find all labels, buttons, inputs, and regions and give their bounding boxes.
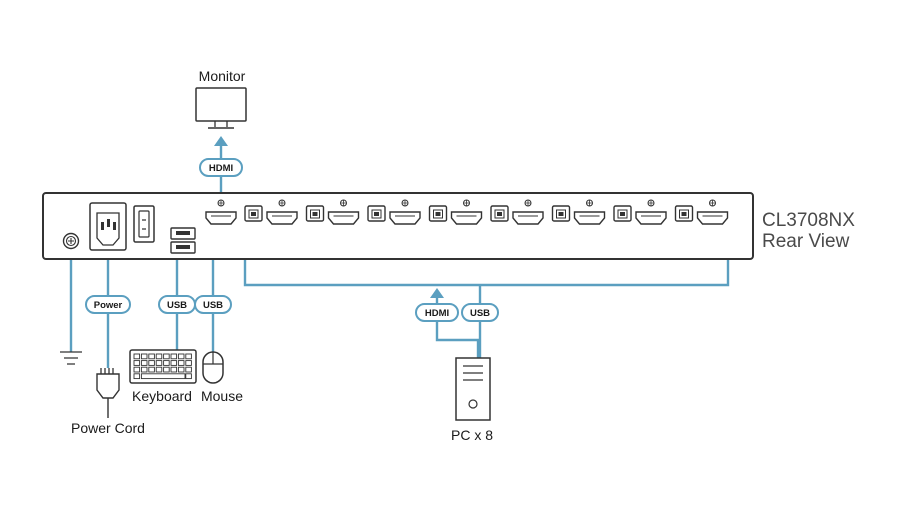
power-socket-icon xyxy=(89,202,127,251)
svg-text:USB: USB xyxy=(167,300,187,311)
svg-text:USB: USB xyxy=(203,300,223,311)
pc-tower-icon xyxy=(455,357,491,421)
hdmi-port-icon xyxy=(512,199,544,225)
usb-b-port-icon xyxy=(428,205,448,222)
usb-b-port-icon xyxy=(490,205,509,222)
key xyxy=(177,360,185,366)
hdmi-port-icon xyxy=(635,199,667,225)
key xyxy=(133,373,141,380)
key xyxy=(140,353,148,360)
key xyxy=(177,366,185,373)
usb-b-port-icon xyxy=(613,205,632,222)
usb-b-port-icon xyxy=(367,205,386,222)
power-cord-label: Power Cord xyxy=(71,420,145,436)
model-label: CL3708NX xyxy=(762,210,855,231)
key xyxy=(185,366,192,373)
monitor-label: Monitor xyxy=(199,68,246,84)
key xyxy=(148,353,155,360)
mouse-label: Mouse xyxy=(201,388,243,404)
key xyxy=(133,360,141,366)
key xyxy=(185,360,192,366)
hdmi-port-icon xyxy=(696,199,729,225)
usb-pc-tag: USB xyxy=(461,303,499,322)
key xyxy=(170,353,178,360)
key xyxy=(177,353,185,360)
svg-text:USB: USB xyxy=(470,308,490,319)
usb-b-port-icon xyxy=(551,205,571,222)
key xyxy=(170,366,178,373)
pc-port-pair xyxy=(428,199,483,225)
power-tag: Power xyxy=(85,295,131,314)
key xyxy=(163,366,170,373)
ground-screw-icon xyxy=(62,232,80,250)
key xyxy=(148,360,155,366)
keyboard-icon xyxy=(129,349,197,384)
power-plug-icon xyxy=(96,368,120,418)
kvm-switch-rear-panel xyxy=(42,192,754,260)
key xyxy=(148,366,155,373)
svg-text:Power: Power xyxy=(94,300,123,311)
key xyxy=(133,353,141,360)
key xyxy=(155,366,163,373)
spacebar xyxy=(140,373,186,380)
key xyxy=(140,366,148,373)
usb-b-port-icon xyxy=(674,205,694,222)
hdmi-port-icon xyxy=(573,199,606,225)
pc-label: PC x 8 xyxy=(451,427,493,443)
pc-arrow-icon xyxy=(430,288,444,298)
pc-port-pair xyxy=(490,199,544,225)
power-switch-icon xyxy=(133,205,155,243)
usb-keyboard-tag: USB xyxy=(158,295,196,314)
usb-mouse-tag: USB xyxy=(194,295,232,314)
ground-symbol-icon xyxy=(60,351,82,365)
key xyxy=(163,360,170,366)
console-hdmi-port-icon xyxy=(205,199,237,225)
key xyxy=(185,353,192,360)
hdmi-port-icon xyxy=(389,199,421,225)
key xyxy=(155,360,163,366)
key xyxy=(155,353,163,360)
pc-port-pair xyxy=(244,199,298,225)
monitor-icon xyxy=(195,87,247,129)
svg-text:HDMI: HDMI xyxy=(209,163,233,174)
keyboard-label: Keyboard xyxy=(132,388,192,404)
svg-text:HDMI: HDMI xyxy=(425,308,449,319)
key xyxy=(140,360,148,366)
pc-port-pair xyxy=(613,199,667,225)
key xyxy=(170,360,178,366)
hdmi-monitor-tag: HDMI xyxy=(199,158,243,177)
pc-port-pair xyxy=(674,199,729,225)
pc-port-pair xyxy=(367,199,421,225)
pc-port-pair xyxy=(305,199,360,225)
mouse-icon xyxy=(202,351,224,384)
keyboard-keys xyxy=(133,353,192,380)
monitor-arrow-icon xyxy=(214,136,228,146)
hdmi-pc-tag: HDMI xyxy=(415,303,459,322)
hdmi-port-icon xyxy=(266,199,298,225)
hdmi-port-icon xyxy=(327,199,360,225)
key xyxy=(133,366,141,373)
pc-port-pair xyxy=(551,199,606,225)
console-usb-ports-icon xyxy=(170,227,196,254)
usb-b-port-icon xyxy=(305,205,325,222)
view-label: Rear View xyxy=(762,231,850,252)
key xyxy=(185,373,192,380)
hdmi-port-icon xyxy=(450,199,483,225)
pc-port-group xyxy=(244,199,729,225)
usb-b-port-icon xyxy=(244,205,263,222)
chassis xyxy=(42,192,754,260)
key xyxy=(163,353,170,360)
